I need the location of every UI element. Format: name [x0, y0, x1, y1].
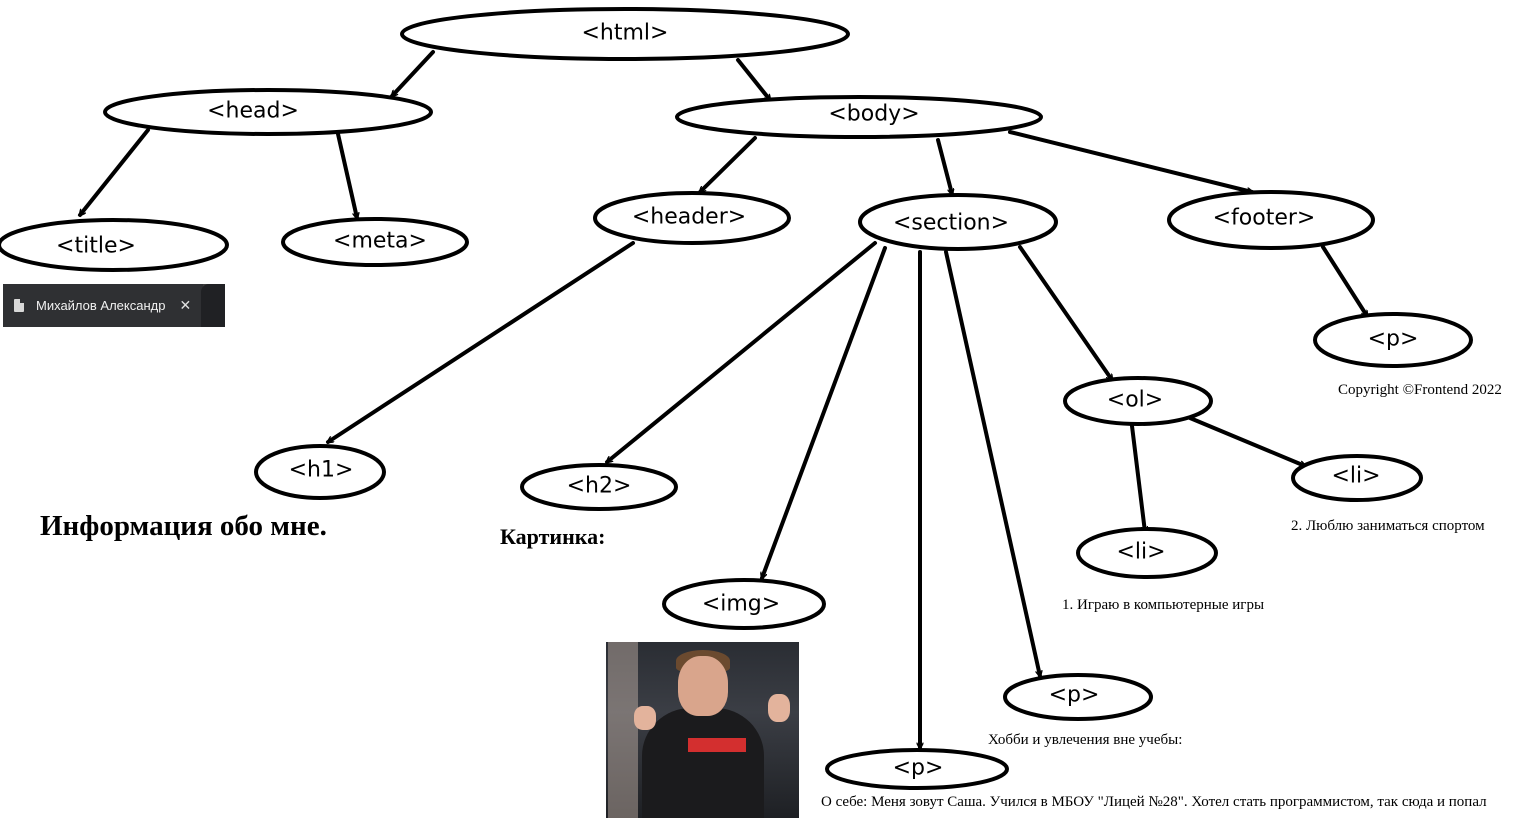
photo-hand-right [768, 694, 790, 722]
photo-face [678, 656, 728, 716]
photo-hand-left [634, 706, 656, 730]
label-li1: <li> [1116, 540, 1165, 565]
label-p-hobby: <p> [1049, 683, 1100, 708]
label-h1: <h1> [289, 458, 354, 483]
label-li2: <li> [1331, 464, 1380, 489]
node-p-footer [1313, 312, 1473, 368]
edge-footer-p [1321, 245, 1369, 316]
label-img: <img> [702, 592, 780, 617]
caption-hobby: Хобби и увлечения вне учебы: [988, 732, 1183, 748]
node-h2 [520, 463, 678, 511]
edge-ol-li2 [1188, 416, 1305, 468]
tab-edge [201, 284, 225, 327]
caption-li1: 1. Играю в компьютерные игры [1062, 597, 1265, 613]
label-h2: <h2> [567, 474, 632, 499]
node-title [0, 218, 229, 272]
node-footer [1167, 190, 1375, 250]
node-p-hobby [1003, 673, 1153, 721]
edge-header-h1 [328, 241, 635, 444]
node-ol [1063, 376, 1213, 426]
node-body [675, 95, 1043, 139]
edge-section-p-hobby [944, 250, 1040, 676]
browser-tab[interactable]: Михайлов Александр ✕ [3, 284, 225, 327]
caption-h2: Картинка: [500, 524, 606, 549]
label-p-about: <p> [893, 756, 944, 781]
photo-background-light [608, 642, 638, 818]
caption-li2: 2. Люблю заниматься спортом [1291, 518, 1485, 534]
label-meta: <meta> [333, 229, 427, 254]
node-header [593, 191, 791, 245]
label-body: <body> [828, 102, 919, 127]
node-li2 [1291, 454, 1423, 502]
edge-ol-li1 [1130, 424, 1145, 534]
node-html [400, 7, 850, 61]
node-img [662, 578, 826, 630]
node-section [858, 193, 1058, 251]
profile-photo [606, 642, 799, 818]
node-p-about [825, 748, 1009, 790]
label-footer: <footer> [1213, 206, 1316, 231]
edge-section-h2 [607, 241, 877, 464]
close-icon[interactable]: ✕ [179, 297, 192, 313]
photo-logo [688, 738, 746, 752]
caption-footer: Copyright ©Frontend 2022 [1338, 382, 1502, 398]
edge-html-head [392, 50, 435, 96]
edge-section-img [762, 246, 887, 578]
document-icon [14, 299, 24, 312]
label-header: <header> [632, 205, 746, 230]
tab-background [3, 284, 203, 327]
edge-head-title [78, 128, 150, 215]
label-html: <html> [582, 21, 669, 46]
label-title: <title> [56, 234, 136, 259]
edge-body-footer [1008, 130, 1252, 192]
edge-head-meta [336, 132, 357, 218]
edge-section-ol [1018, 245, 1114, 380]
edge-html-body [736, 58, 772, 100]
node-h1 [254, 444, 386, 500]
label-section: <section> [893, 211, 1009, 236]
edge-body-section [936, 138, 952, 194]
edge-body-header [700, 136, 757, 192]
node-head [103, 88, 433, 136]
node-li1 [1076, 527, 1218, 579]
node-meta [281, 217, 469, 267]
label-head: <head> [207, 99, 299, 124]
label-p-footer: <p> [1368, 327, 1419, 352]
photo-hoodie [642, 708, 764, 818]
tab-title: Михайлов Александр [36, 298, 166, 313]
caption-about: О себе: Меня зовут Саша. Учился в МБОУ "… [821, 794, 1487, 810]
caption-h1: Информация обо мне. [40, 510, 327, 542]
label-ol: <ol> [1107, 388, 1163, 413]
